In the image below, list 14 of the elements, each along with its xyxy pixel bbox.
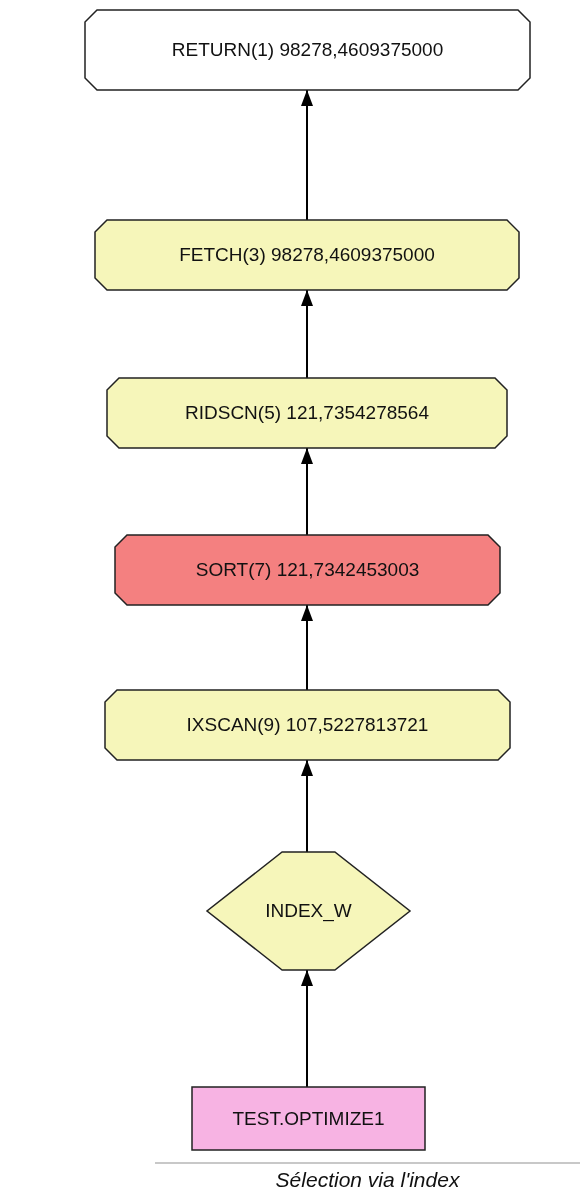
node-label: SORT(7) 121,7342453003 <box>195 559 420 581</box>
node-label: RETURN(1) 98278,4609375000 <box>171 39 444 61</box>
node-label: RIDSCN(5) 121,7354278564 <box>185 402 429 424</box>
arrow <box>301 289 313 379</box>
arrow <box>301 447 313 536</box>
caption: Sélection via l'index <box>274 1168 461 1192</box>
node-label: FETCH(3) 98278,4609375000 <box>179 244 435 266</box>
arrow <box>301 604 313 691</box>
node-label: INDEX_W <box>265 900 352 922</box>
node-label: TEST.OPTIMIZE1 <box>232 1107 385 1130</box>
arrow <box>301 759 313 853</box>
arrow <box>301 89 313 221</box>
arrow <box>301 969 313 1088</box>
node-label: IXSCAN(9) 107,5227813721 <box>186 714 429 736</box>
